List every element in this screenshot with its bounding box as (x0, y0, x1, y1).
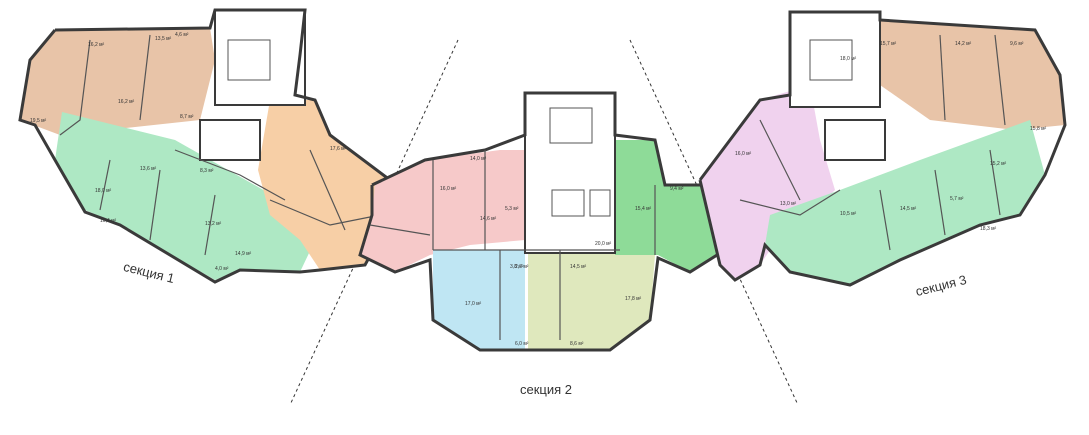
room-area-label: 15,4 м² (635, 206, 652, 212)
room-labels-s1: 19,5 м² 16,2 м² 13,5 м²4,6 м² 8,7 м² 16,2 м²… (30, 32, 347, 272)
room-area-label: 5,7 м² (950, 196, 964, 202)
section-2-plan (358, 91, 727, 352)
apartment-s1-green (55, 112, 320, 280)
room-area-label: 13,6 м² (140, 166, 157, 172)
walls-s3-inner-7 (739, 189, 841, 216)
room-area-label: 17,6 м² (330, 146, 347, 152)
apartment-s3-green (765, 120, 1045, 285)
room-area-label: 16,0 м² (440, 186, 457, 192)
room-area-label: 14,6 м² (480, 216, 497, 222)
room-area-label: 10,4 м² (100, 218, 117, 224)
walls-s3-outer (698, 10, 1067, 287)
walls-s1-inner-6 (309, 149, 346, 231)
walls-s3-inner-3 (879, 189, 891, 251)
apartment-s1-tan (20, 28, 215, 135)
section-1-plan (18, 8, 397, 284)
walls-s2-outer (358, 91, 727, 352)
stair-s2 (549, 107, 593, 144)
room-labels-s3: 18,0 м² 15,7 м² 14,2 м² 9,6 м² 15,8 м² 16,0 м… (735, 41, 1047, 232)
room-area-label: 15,2 м² (990, 161, 1007, 167)
room-area-label: 15,7 м² (880, 41, 897, 47)
room-area-label: 9,6 м² (1010, 41, 1024, 47)
room-area-label: 16,2 м² (88, 42, 105, 48)
walls-s1-outer (18, 8, 397, 284)
room-area-label: 14,9 м² (235, 251, 252, 257)
room-area-label: 14,5 м² (570, 264, 587, 270)
walls-s1-inner-2 (139, 34, 151, 121)
walls-s3-inner-1 (939, 34, 946, 121)
apartment-s3-tan (880, 20, 1065, 130)
room-area-label: 4,0 м² (215, 266, 229, 272)
room-area-label: 17,0 м² (465, 301, 482, 307)
core-s2 (524, 92, 616, 254)
walls-s3-inner-5 (989, 149, 1001, 216)
room-area-label: 8,7 м² (180, 114, 194, 120)
room-area-label: 13,5 м² (155, 36, 172, 42)
room-area-label: 18,0 м² (95, 188, 112, 194)
room-area-label: 3,8 м² (510, 264, 524, 270)
room-area-label: 9,4 м² (670, 186, 684, 192)
room-area-label: 14,5 м² (900, 206, 917, 212)
walls-s3-inner-4 (934, 169, 946, 236)
room-area-label: 20,0 м² (595, 241, 612, 247)
stair-s1 (227, 39, 271, 81)
lift-s3 (824, 119, 886, 161)
room-area-label: 18,0 м² (840, 56, 857, 62)
apartment-s2-pink (360, 150, 525, 272)
walls-s1-inner-3 (99, 159, 111, 211)
walls-s1-inner-4 (149, 169, 161, 241)
room-area-label: 13,2 м² (205, 221, 222, 227)
room-area-label: 19,5 м² (30, 118, 47, 124)
room-area-label: 14,0 м² (470, 156, 487, 162)
room-area-label: 16,2 м² (118, 99, 135, 105)
section-3-plan (698, 10, 1067, 287)
lift-s1 (199, 119, 261, 161)
room-area-label: 5,3 м² (505, 206, 519, 212)
apartment-s1-peach (258, 100, 395, 270)
room-area-label: 18,3 м² (980, 226, 997, 232)
room-area-label: 4,6 м² (175, 32, 189, 38)
room-area-label: 15,8 м² (1030, 126, 1047, 132)
walls-s1-inner-1 (59, 39, 91, 136)
room-labels-s2: 16,0 м² 14,0 м² 5,3 м² 14,6 м² 20,0 м² 2,7 м²… (440, 156, 684, 347)
apartment-s2-brightgreen (615, 140, 725, 272)
apartment-s3-lavender (700, 85, 835, 280)
room-area-label: 2,7 м² (515, 264, 529, 270)
room-area-label: 6,0 м² (515, 341, 529, 347)
walls-s3-inner-6 (759, 119, 801, 201)
room-area-label: 8,6 м² (570, 341, 584, 347)
walls-s2-inner-7 (369, 224, 431, 236)
stair-s3 (809, 39, 853, 81)
lift-s2-a (551, 189, 585, 217)
walls-s1-inner-7 (269, 199, 381, 226)
room-area-label: 13,0 м² (780, 201, 797, 207)
walls-s3-inner-2 (994, 34, 1006, 126)
lift-s2-b (589, 189, 611, 217)
room-area-label: 10,5 м² (840, 211, 857, 217)
room-area-label: 16,0 м² (735, 151, 752, 157)
apartment-s2-blue (433, 250, 525, 350)
room-area-label: 8,3 м² (200, 168, 214, 174)
room-area-label: 17,8 м² (625, 296, 642, 302)
walls-s1-inner-5 (204, 194, 216, 256)
room-area-label: 14,2 м² (955, 41, 972, 47)
section-2-label: секция 2 (520, 382, 573, 397)
core-s1 (214, 9, 306, 106)
walls-s1-inner-8 (174, 149, 286, 201)
core-s3 (789, 11, 881, 108)
